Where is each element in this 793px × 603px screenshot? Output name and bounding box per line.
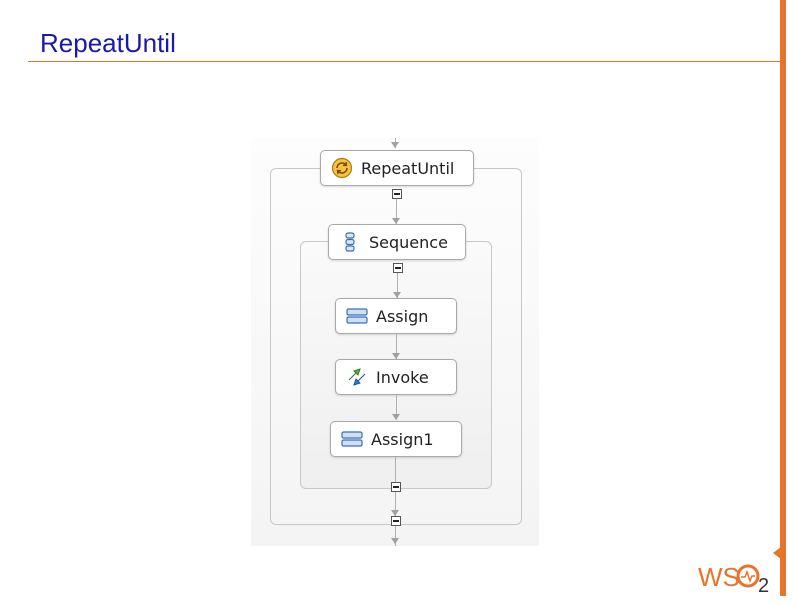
sequence-icon: [345, 232, 355, 252]
collapse-toggle[interactable]: [391, 482, 401, 492]
assign-icon: [346, 308, 368, 324]
assign-icon: [341, 431, 363, 447]
connector: [395, 457, 396, 482]
invoke-icon: [348, 368, 366, 386]
connector: [396, 395, 397, 420]
title-divider: [28, 61, 780, 62]
connector: [395, 492, 396, 516]
repeat-until-node[interactable]: RepeatUntil: [320, 150, 474, 186]
accent-bar: [780, 0, 786, 596]
arrow-head: [393, 292, 401, 298]
collapse-toggle[interactable]: [391, 516, 401, 526]
assign-node[interactable]: Assign: [335, 298, 457, 334]
node-label: Assign1: [371, 429, 434, 449]
node-label: Assign: [376, 306, 429, 326]
connector: [395, 526, 396, 546]
assign1-node[interactable]: Assign1: [330, 421, 462, 457]
invoke-node[interactable]: Invoke: [335, 359, 457, 395]
collapse-toggle[interactable]: [392, 189, 402, 199]
arrow-head: [392, 353, 400, 359]
accent-marker: [773, 547, 781, 559]
arrow-head: [392, 218, 400, 224]
wso2-logo: WS 2: [698, 560, 784, 603]
repeat-until-icon: [331, 157, 353, 179]
node-label: Invoke: [376, 367, 429, 387]
arrow-head: [391, 142, 399, 148]
arrow-head: [391, 510, 399, 516]
sequence-node[interactable]: Sequence: [328, 224, 466, 260]
arrow-head: [392, 414, 400, 420]
wso2-logo-mark: WS 2: [698, 562, 769, 597]
connector: [396, 199, 397, 224]
connector: [397, 273, 398, 298]
node-label: Sequence: [369, 232, 448, 252]
svg-text:2: 2: [758, 575, 769, 596]
node-label: RepeatUntil: [361, 158, 455, 178]
svg-text:WS: WS: [698, 562, 740, 592]
slide-title: RepeatUntil: [40, 28, 176, 58]
process-diagram: RepeatUntil Sequence Assign Invoke: [251, 138, 539, 546]
connector: [396, 334, 397, 359]
collapse-toggle[interactable]: [393, 263, 403, 273]
arrow-head: [391, 538, 399, 544]
